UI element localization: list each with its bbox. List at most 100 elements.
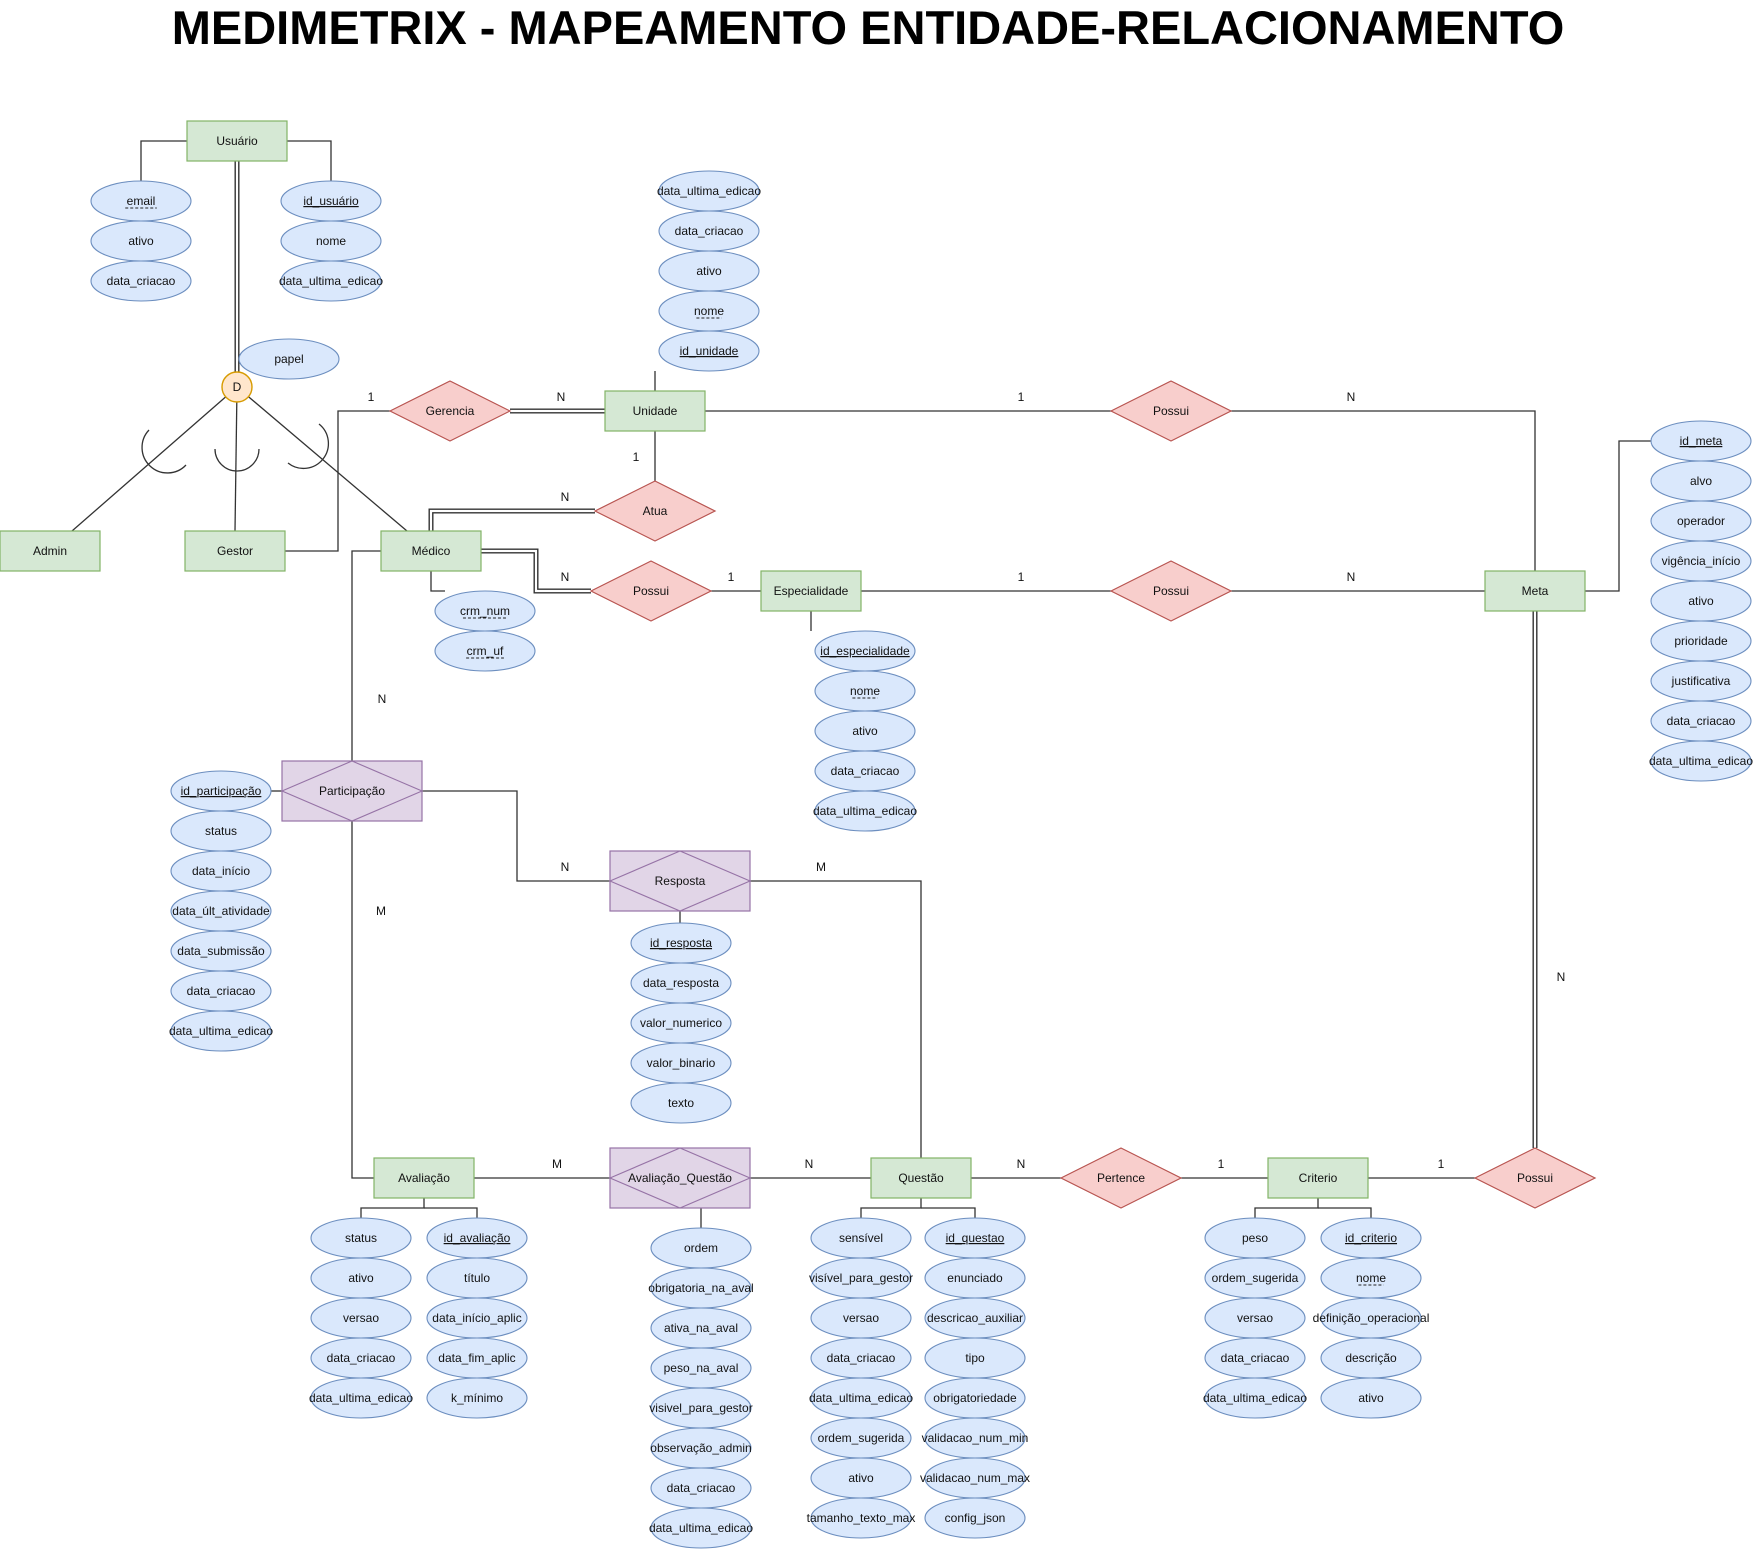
attribute-usuario_left[interactable]: ativo xyxy=(90,220,192,262)
attribute-criterio_left[interactable]: data_ultima_edicao xyxy=(1203,1377,1307,1419)
attribute-criterio_right[interactable]: descrição xyxy=(1320,1337,1422,1379)
attribute-resposta[interactable]: texto xyxy=(630,1082,732,1124)
attribute-especialidade[interactable]: data_criacao xyxy=(814,750,916,792)
attribute-especialidade[interactable]: ativo xyxy=(814,710,916,752)
attribute-aval_questao[interactable]: visivel_para_gestor xyxy=(649,1387,753,1429)
attribute-avaliacao_right[interactable]: título xyxy=(426,1257,528,1299)
attribute-participacao[interactable]: data_início xyxy=(170,850,272,892)
attribute-participacao[interactable]: data_ultima_edicao xyxy=(169,1010,273,1052)
relationship-possui_medico_esp[interactable]: Possui xyxy=(589,560,713,622)
attribute-avaliacao_right[interactable]: id_avaliação xyxy=(426,1217,528,1259)
attribute-aval_questao[interactable]: ordem xyxy=(650,1227,752,1269)
attribute-criterio_left[interactable]: data_criacao xyxy=(1204,1337,1306,1379)
attribute-avaliacao_left[interactable]: status xyxy=(310,1217,412,1259)
attribute-questao_left[interactable]: ativo xyxy=(810,1457,912,1499)
associative-entity-aval_questao[interactable]: Avaliação_Questão xyxy=(608,1147,752,1209)
entity-gestor[interactable]: Gestor xyxy=(184,530,286,572)
attribute-meta[interactable]: id_meta xyxy=(1650,420,1752,462)
attribute-questao_right[interactable]: id_questao xyxy=(924,1217,1026,1259)
attribute-participacao[interactable]: data_últ_atividade xyxy=(170,890,272,932)
attribute-questao_left[interactable]: versao xyxy=(810,1297,912,1339)
attribute-criterio_left[interactable]: versao xyxy=(1204,1297,1306,1339)
attribute-unidade[interactable]: nome xyxy=(658,290,760,332)
attribute-meta[interactable]: prioridade xyxy=(1650,620,1752,662)
attribute-medico[interactable]: crm_num xyxy=(434,590,536,632)
attribute-usuario_right[interactable]: nome xyxy=(280,220,382,262)
attribute-usuario_left[interactable]: email xyxy=(90,180,192,222)
attribute-avaliacao_left[interactable]: ativo xyxy=(310,1257,412,1299)
attribute-avaliacao_left[interactable]: data_ultima_edicao xyxy=(309,1377,413,1419)
attribute-aval_questao[interactable]: peso_na_aval xyxy=(650,1347,752,1389)
attribute-unidade[interactable]: data_criacao xyxy=(658,210,760,252)
attribute-resposta[interactable]: data_resposta xyxy=(630,962,732,1004)
attribute-questao_right[interactable]: obrigatoriedade xyxy=(924,1377,1026,1419)
attribute-usuario_left[interactable]: data_criacao xyxy=(90,260,192,302)
attribute-questao_left[interactable]: tamanho_texto_max xyxy=(807,1497,916,1539)
relationship-atua[interactable]: Atua xyxy=(593,480,717,542)
attribute-especialidade[interactable]: id_especialidade xyxy=(814,630,916,672)
attribute-meta[interactable]: alvo xyxy=(1650,460,1752,502)
attribute-criterio_right[interactable]: ativo xyxy=(1320,1377,1422,1419)
attribute-aval_questao[interactable]: ativa_na_aval xyxy=(650,1307,752,1349)
attribute-questao_right[interactable]: validacao_num_min xyxy=(922,1417,1029,1459)
attribute-criterio_right[interactable]: nome xyxy=(1320,1257,1422,1299)
attribute-meta[interactable]: data_criacao xyxy=(1650,700,1752,742)
attribute-avaliacao_right[interactable]: data_início_aplic xyxy=(426,1297,528,1339)
attribute-questao_left[interactable]: data_ultima_edicao xyxy=(809,1377,913,1419)
attribute-questao_right[interactable]: descricao_auxiliar xyxy=(924,1297,1026,1339)
attribute-resposta[interactable]: id_resposta xyxy=(630,922,732,964)
attribute-criterio_right[interactable]: id_criterio xyxy=(1320,1217,1422,1259)
attribute-medico[interactable]: crm_uf xyxy=(434,630,536,672)
attribute-especialidade[interactable]: data_ultima_edicao xyxy=(813,790,917,832)
attribute-aval_questao[interactable]: data_ultima_edicao xyxy=(649,1507,753,1549)
attribute-questao_right[interactable]: validacao_num_max xyxy=(920,1457,1030,1499)
attribute-questao_left[interactable]: sensível xyxy=(810,1217,912,1259)
attribute-meta[interactable]: data_ultima_edicao xyxy=(1649,740,1753,782)
attribute-resposta[interactable]: valor_binario xyxy=(630,1042,732,1084)
entity-criterio[interactable]: Criterio xyxy=(1267,1157,1369,1199)
entity-avaliacao[interactable]: Avaliação xyxy=(373,1157,475,1199)
relationship-gerencia[interactable]: Gerencia xyxy=(388,380,512,442)
relationship-possui_unidade_meta[interactable]: Possui xyxy=(1109,380,1233,442)
attribute-participacao[interactable]: data_submissão xyxy=(170,930,272,972)
attribute-aval_questao[interactable]: obrigatoria_na_aval xyxy=(648,1267,754,1309)
attribute-participacao[interactable]: id_participação xyxy=(170,770,272,812)
attribute-questao_left[interactable]: data_criacao xyxy=(810,1337,912,1379)
attribute-usuario_right[interactable]: id_usuário xyxy=(280,180,382,222)
entity-medico[interactable]: Médico xyxy=(380,530,482,572)
attribute-usuario_right[interactable]: data_ultima_edicao xyxy=(279,260,383,302)
entity-admin[interactable]: Admin xyxy=(0,530,101,572)
attribute-meta[interactable]: justificativa xyxy=(1650,660,1752,702)
attribute-meta[interactable]: ativo xyxy=(1650,580,1752,622)
attribute-questao_right[interactable]: tipo xyxy=(924,1337,1026,1379)
attribute-avaliacao_right[interactable]: data_fim_aplic xyxy=(426,1337,528,1379)
relationship-pertence[interactable]: Pertence xyxy=(1059,1147,1183,1209)
attribute-meta[interactable]: vigência_início xyxy=(1650,540,1752,582)
attribute-criterio_right[interactable]: definição_operacional xyxy=(1313,1297,1430,1339)
entity-questao[interactable]: Questão xyxy=(870,1157,972,1199)
attribute-questao_right[interactable]: config_json xyxy=(924,1497,1026,1539)
attribute-especialidade[interactable]: nome xyxy=(814,670,916,712)
attribute-questao_right[interactable]: enunciado xyxy=(924,1257,1026,1299)
relationship-possui_crit_meta[interactable]: Possui xyxy=(1473,1147,1597,1209)
entity-unidade[interactable]: Unidade xyxy=(604,390,706,432)
attribute-papel[interactable]: papel xyxy=(238,338,340,380)
attribute-unidade[interactable]: id_unidade xyxy=(658,330,760,372)
attribute-avaliacao_left[interactable]: data_criacao xyxy=(310,1337,412,1379)
attribute-resposta[interactable]: valor_numerico xyxy=(630,1002,732,1044)
attribute-avaliacao_left[interactable]: versao xyxy=(310,1297,412,1339)
relationship-possui_esp_meta[interactable]: Possui xyxy=(1109,560,1233,622)
attribute-meta[interactable]: operador xyxy=(1650,500,1752,542)
entity-meta[interactable]: Meta xyxy=(1484,570,1586,612)
associative-entity-participacao[interactable]: Participação xyxy=(280,760,424,822)
attribute-participacao[interactable]: status xyxy=(170,810,272,852)
attribute-participacao[interactable]: data_criacao xyxy=(170,970,272,1012)
attribute-criterio_left[interactable]: peso xyxy=(1204,1217,1306,1259)
attribute-questao_left[interactable]: ordem_sugerida xyxy=(810,1417,912,1459)
associative-entity-resposta[interactable]: Resposta xyxy=(608,850,752,912)
attribute-avaliacao_right[interactable]: k_mínimo xyxy=(426,1377,528,1419)
attribute-unidade[interactable]: data_ultima_edicao xyxy=(657,170,761,212)
entity-usuario[interactable]: Usuário xyxy=(186,120,288,162)
attribute-aval_questao[interactable]: observação_admin xyxy=(650,1427,752,1469)
attribute-questao_left[interactable]: visível_para_gestor xyxy=(809,1257,913,1299)
